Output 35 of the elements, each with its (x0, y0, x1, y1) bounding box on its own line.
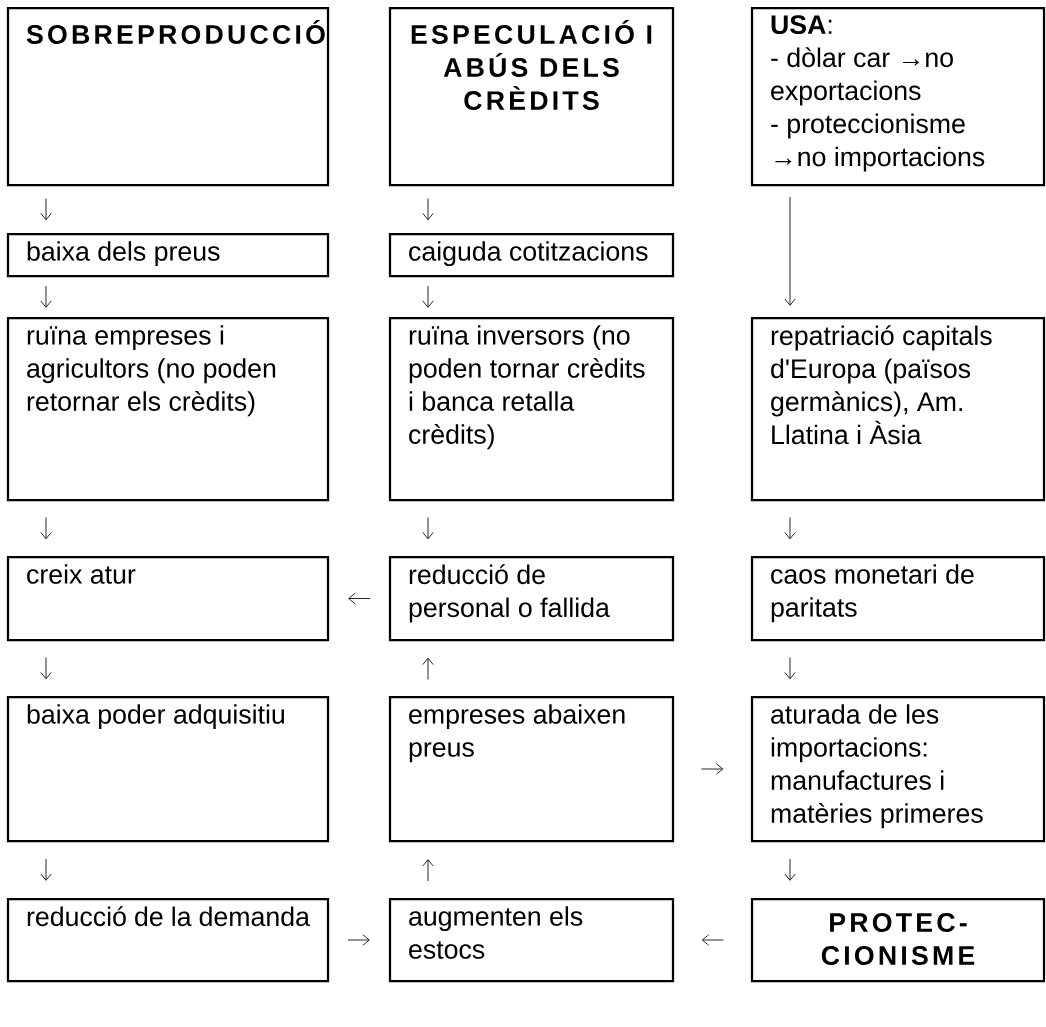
heading-box: ESPECULACIÓ I ABÚS DELS CRÈDITS (388, 6, 675, 187)
arrow (784, 657, 796, 680)
text-box: empreses abaixen preus (388, 695, 675, 843)
text-box: baixa dels preus (6, 232, 330, 278)
text-box: caiguda cotitzacions (388, 232, 675, 278)
text-box: reducció de la demanda (6, 897, 330, 983)
text-box: USA: - dòlar car →no exportacions - proteccionisme →no importacions (750, 6, 1046, 187)
arrow (40, 858, 52, 881)
text-box: reducció de personal o fallida (388, 555, 675, 642)
arrow (701, 763, 724, 775)
text-box: caos monetari de paritats (750, 555, 1046, 642)
arrow (701, 934, 724, 946)
arrow (422, 285, 434, 308)
arrow (422, 198, 434, 221)
text-box: repatriació capitals d'Europa (països germànics), Am. Llatina i Àsia (750, 316, 1046, 502)
text-box: ruïna inversors (no poden tornar crèdits i banca retalla crèdits) (388, 316, 675, 502)
text-box: creix atur (6, 555, 330, 642)
arrow (784, 196, 796, 306)
text-box: aturada de les importacions: manufactures i matèries primeres (750, 695, 1046, 843)
heading-box: PROTEC- CIONISME (750, 897, 1046, 983)
arrow (40, 657, 52, 680)
arrow (348, 592, 371, 605)
text-box: baixa poder adquisitiu (6, 695, 330, 843)
arrow (40, 198, 52, 221)
arrow (784, 517, 796, 540)
arrow (40, 517, 52, 540)
arrow (422, 657, 434, 680)
text-box: ruïna empreses i agricultors (no poden retornar els crèdits) (6, 316, 330, 502)
text-box: augmenten els estocs (388, 897, 675, 983)
arrow (784, 858, 796, 881)
arrow (422, 859, 434, 882)
arrow (422, 517, 434, 540)
arrow (40, 285, 52, 308)
arrow (347, 934, 370, 946)
heading-box: SOBREPRODUCCIÓ (6, 6, 330, 187)
